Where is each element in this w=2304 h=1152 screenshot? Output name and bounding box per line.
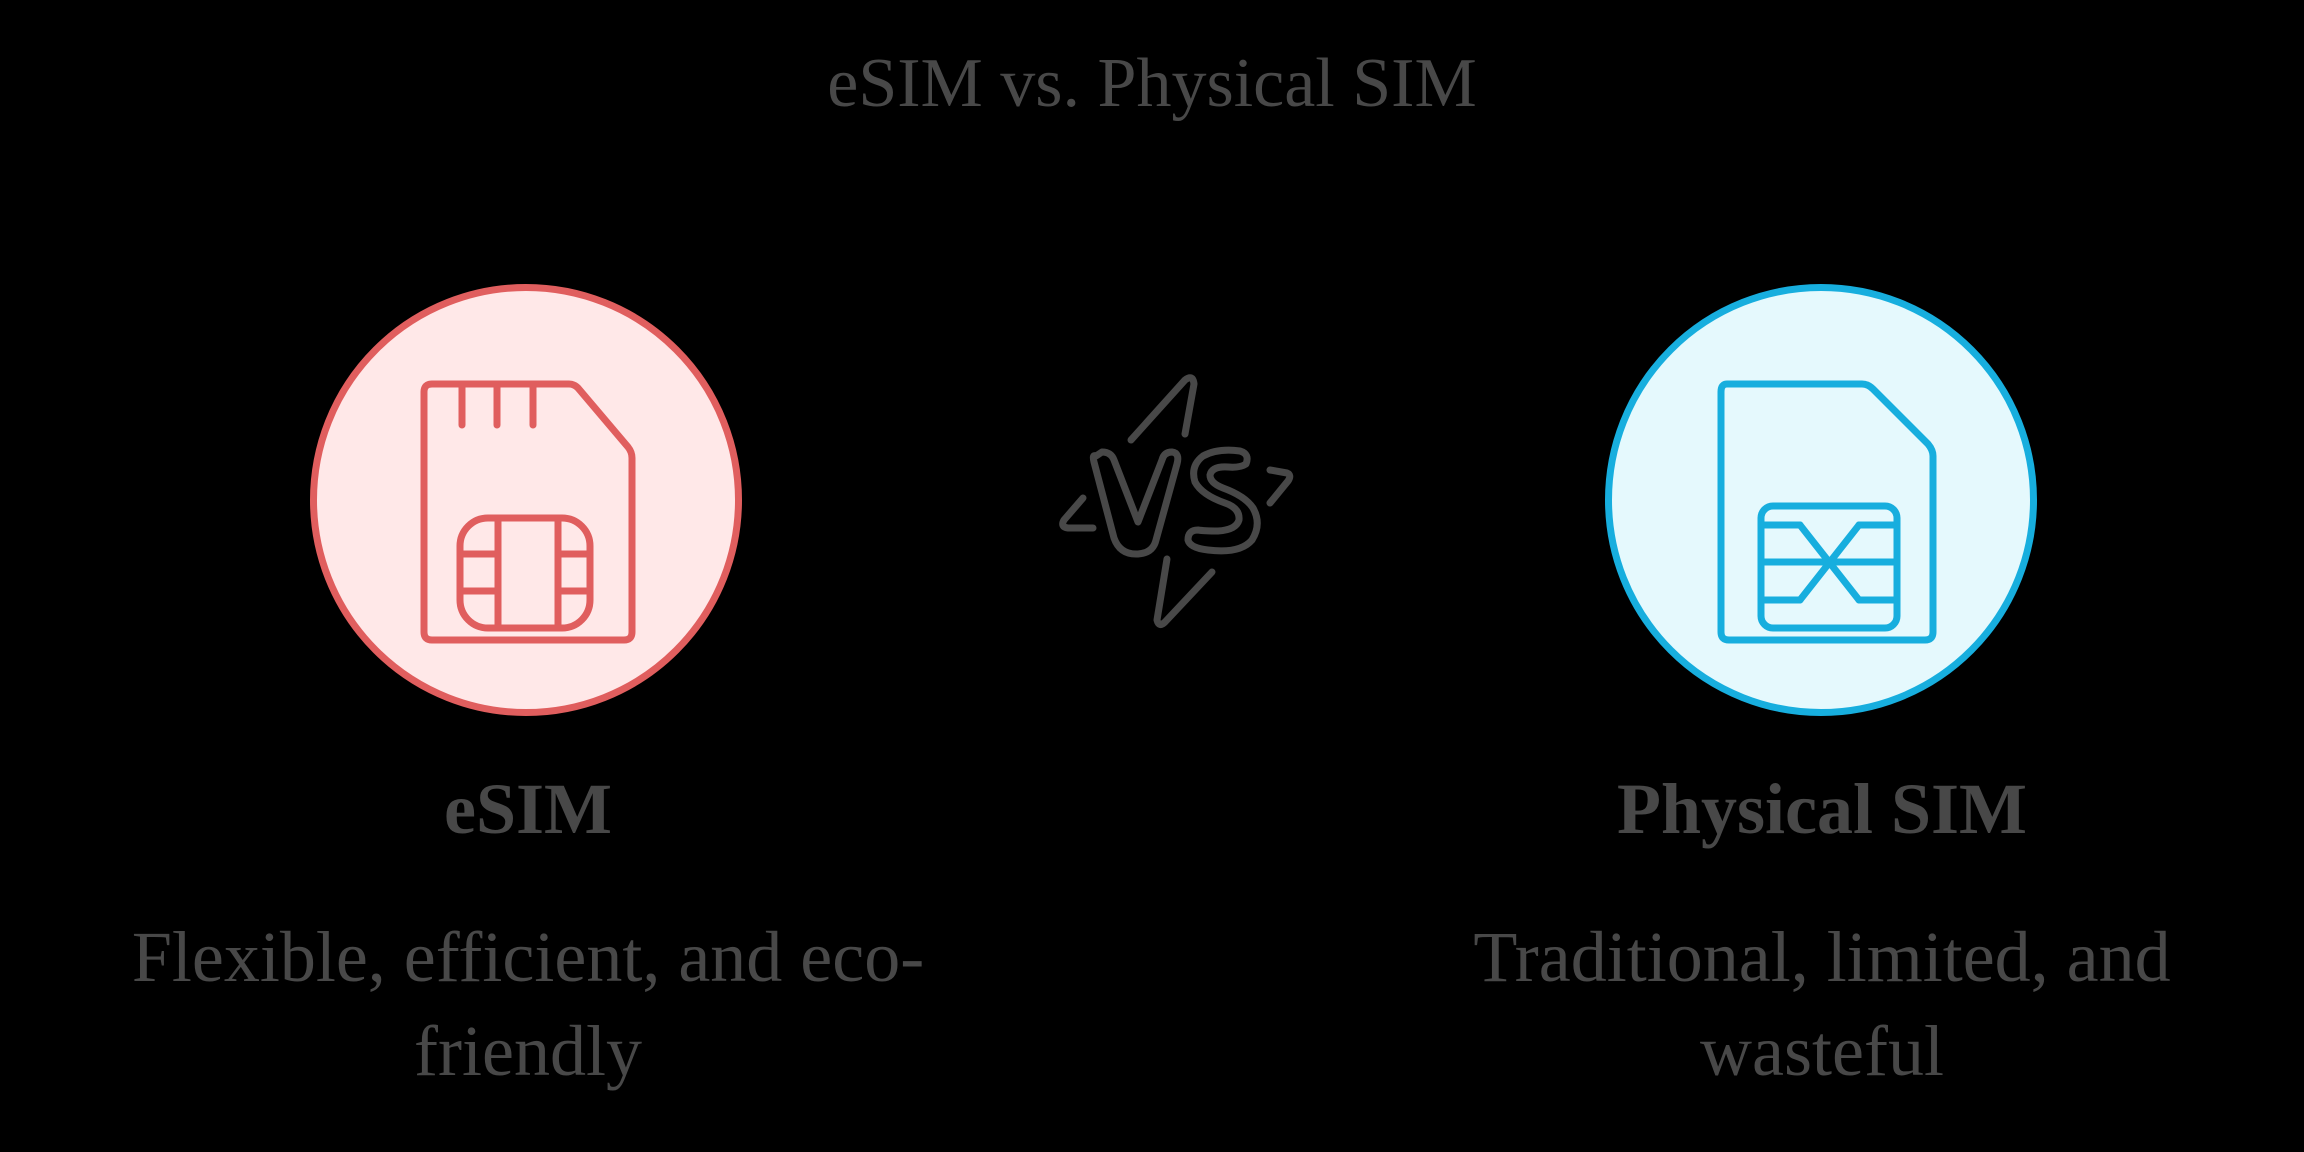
physical-sim-icon-circle	[1605, 284, 2037, 716]
esim-card-icon	[420, 380, 636, 644]
diagram-title: eSIM vs. Physical SIM	[827, 45, 1477, 122]
versus-icon	[1059, 374, 1294, 629]
physical-sim-label: Physical SIM	[1616, 769, 2028, 849]
esim-label: eSIM	[444, 769, 612, 849]
physical-sim-description: Traditional, limited, and wasteful	[1473, 917, 2171, 1091]
esim-description: Flexible, efficient, and eco-friendly	[131, 917, 925, 1091]
esim-icon-circle	[310, 284, 742, 716]
physical-sim-card-icon	[1717, 380, 1937, 644]
